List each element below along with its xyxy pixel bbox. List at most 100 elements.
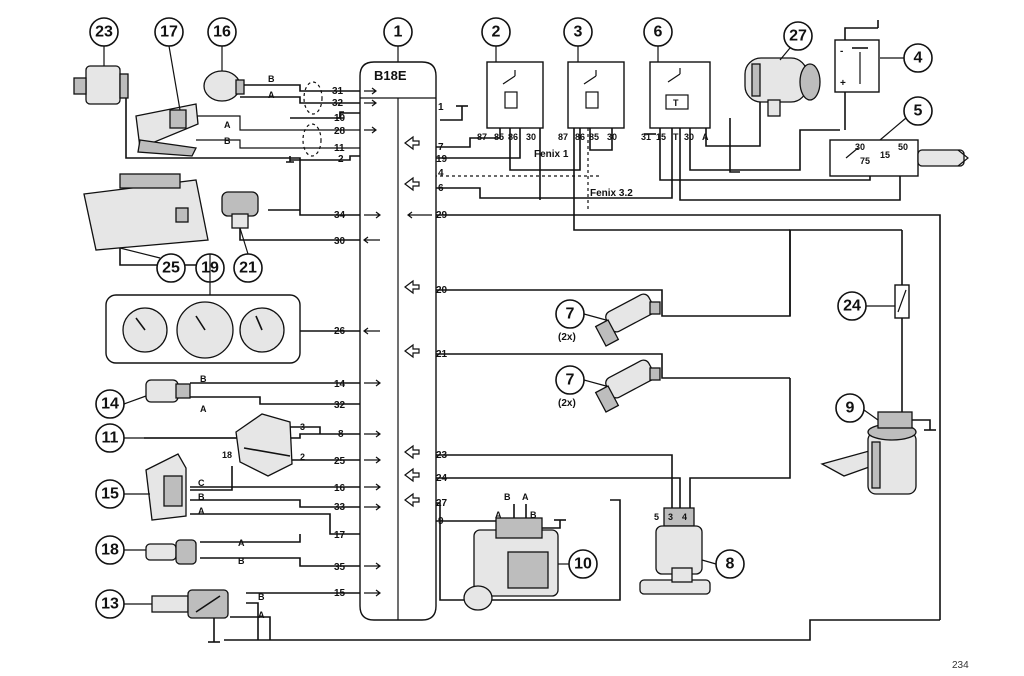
ecu-pin-r6: 6 — [438, 183, 444, 194]
idle-valve: 5 3 4 — [639, 507, 711, 595]
injector-top — [594, 293, 661, 347]
ecu-pin-32b: 32 — [334, 400, 346, 411]
svg-text:6: 6 — [654, 24, 663, 41]
callout-24: 24 — [837, 291, 867, 321]
ecu-pin-r7: 7 — [438, 142, 444, 153]
ecu-pin-r29: 29 — [436, 210, 448, 221]
knock-sensor-a: A — [268, 90, 275, 100]
label-fenix-1: Fenix 1 — [534, 149, 569, 160]
callouts: 1 2 3 6 27 4 5 23 17 16 25 19 21 24 7 7 … — [89, 17, 933, 619]
instrument-cluster — [105, 294, 301, 364]
ecu-pin-r4: 4 — [438, 168, 444, 179]
throttle-switch: 3 2 18 — [222, 413, 305, 477]
callout-13: 13 — [95, 589, 125, 619]
relay-3-pin-86: 86 — [575, 132, 585, 142]
svg-text:7: 7 — [566, 306, 575, 323]
relay-2-pin-30: 30 — [526, 132, 536, 142]
svg-text:5: 5 — [914, 103, 923, 120]
callout-4: 4 — [903, 43, 933, 73]
relay-3: 87 86 85 30 — [558, 61, 625, 142]
ecu-pin-35: 35 — [334, 562, 346, 573]
ecu-pin-2: 2 — [338, 154, 344, 165]
callout-18: 18 — [95, 535, 125, 565]
valve-pin-4: 4 — [682, 512, 687, 522]
ecu-pin-r1: 1 — [438, 102, 444, 113]
svg-text:13: 13 — [101, 596, 119, 613]
callout-23: 23 — [89, 17, 119, 47]
svg-text:14: 14 — [101, 396, 119, 413]
callout-21: 21 — [233, 253, 263, 283]
relay-6-pin-31: 31 — [641, 132, 651, 142]
knock-sensor-b: B — [268, 74, 275, 84]
callout-14: 14 — [95, 389, 125, 419]
svg-text:9: 9 — [846, 400, 855, 417]
ecu-pin-r21: 21 — [436, 349, 448, 360]
valve-pin-3: 3 — [668, 512, 673, 522]
svg-text:7: 7 — [566, 372, 575, 389]
module-label-b1: B — [504, 492, 511, 502]
ignition-module: A B A B — [463, 492, 566, 611]
ecu-pin-31: 31 — [332, 86, 344, 97]
page-number: 234 — [952, 660, 969, 671]
svg-text:27: 27 — [789, 28, 807, 45]
airflow-c: C — [198, 478, 205, 488]
relay-3-pin-87: 87 — [558, 132, 568, 142]
control-module-25 — [83, 173, 209, 251]
throttle-pin-18: 18 — [222, 450, 232, 460]
svg-text:11: 11 — [102, 430, 119, 447]
svg-text:23: 23 — [95, 24, 113, 41]
ecu-pin-r27: 27 — [436, 498, 448, 509]
injector-top-qty: (2x) — [558, 332, 576, 343]
svg-text:25: 25 — [162, 260, 180, 277]
ecu-pin-14: 14 — [334, 379, 346, 390]
relay-6-pin-a: A — [702, 132, 709, 142]
ecu-pin-r9: 9 — [438, 516, 444, 527]
svg-text:15: 15 — [101, 486, 119, 503]
ecu-pin-33: 33 — [334, 502, 346, 513]
ecu-pin-16: 16 — [334, 483, 346, 494]
ecu-pin-r23: 23 — [436, 450, 448, 461]
lambda-b: B — [258, 592, 265, 602]
svg-text:21: 21 — [239, 260, 257, 277]
svg-text:4: 4 — [914, 50, 923, 67]
callout-27: 27 — [783, 21, 813, 51]
relay-3-pin-30: 30 — [607, 132, 617, 142]
relay-6-pin-t: T — [673, 132, 679, 142]
switch-pin-75: 75 — [860, 156, 870, 166]
svg-text:18: 18 — [101, 542, 119, 559]
relay-3-pin-85: 85 — [589, 132, 599, 142]
relay-6-timer-symbol: T — [673, 98, 679, 108]
callout-10: 10 — [568, 549, 598, 579]
svg-text:24: 24 — [843, 298, 861, 315]
callout-7-bottom: 7 — [555, 365, 585, 395]
switch-pin-30: 30 — [855, 142, 865, 152]
svg-text:8: 8 — [726, 556, 735, 573]
throttle-pin-3: 3 — [300, 422, 305, 432]
ecu-pin-32: 32 — [332, 98, 344, 109]
module-label-b2: B — [530, 510, 537, 520]
ecu-pin-r19: 19 — [436, 154, 448, 165]
callout-11: 11 — [95, 423, 125, 453]
battery-plus: + — [840, 78, 846, 89]
ecu-pin-11: 11 — [334, 143, 345, 154]
callout-25: 25 — [156, 253, 186, 283]
module-label-a1: A — [495, 510, 502, 520]
airflow-meter: C B A — [145, 453, 205, 521]
svg-text:2: 2 — [492, 24, 501, 41]
switch-pin-50: 50 — [898, 142, 908, 152]
sensor-14-b: B — [200, 374, 207, 384]
callout-15: 15 — [95, 479, 125, 509]
callout-17: 17 — [154, 17, 184, 47]
ignition-coil — [744, 57, 821, 117]
relay-2-pin-87: 87 — [477, 132, 487, 142]
svg-text:1: 1 — [394, 24, 403, 41]
relay-2-pin-85: 85 — [494, 132, 504, 142]
battery: - + — [834, 39, 880, 93]
ecu-pin-15: 15 — [334, 588, 346, 599]
leader-lines — [103, 45, 907, 605]
sensor-14-a: A — [200, 404, 207, 414]
ecu-pin-8: 8 — [338, 429, 344, 440]
ignition-switch: 30 75 15 50 — [829, 139, 969, 177]
ecu-pin-28: 28 — [334, 126, 346, 137]
